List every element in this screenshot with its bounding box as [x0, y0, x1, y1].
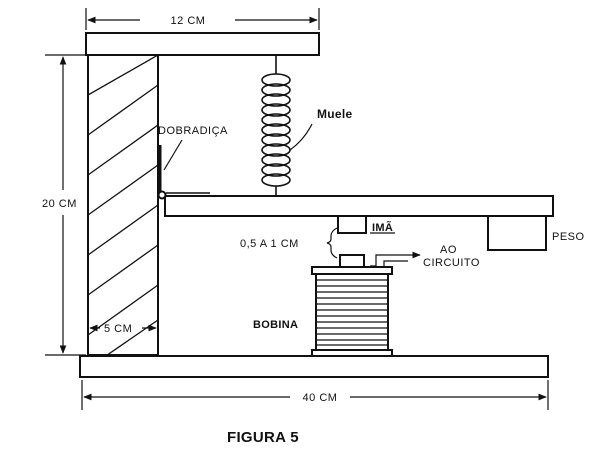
circuit-wire-upper [370, 251, 421, 267]
magnet [337, 215, 367, 234]
weight-block [487, 215, 547, 251]
top-arm [85, 32, 320, 56]
figure-caption: FIGURA 5 [227, 429, 299, 446]
hinge-pin [157, 190, 167, 200]
ima-label: IMÃ [372, 221, 393, 234]
bobina-label: BOBINA [253, 319, 298, 331]
circuito-label: CIRCUITO [423, 257, 480, 269]
base-plate [79, 355, 549, 378]
movable-arm [164, 195, 554, 217]
dim-label-left: 20 CM [42, 198, 77, 210]
gap-label: 0,5 A 1 CM [240, 238, 299, 250]
dim-label-top: 12 CM [171, 15, 206, 27]
peso-label: PESO [552, 231, 585, 243]
post-hatching [88, 55, 158, 355]
circuit-wire-lower [383, 260, 408, 267]
ao-label: AO [440, 244, 457, 256]
spring [261, 55, 291, 196]
muele-leader [289, 123, 313, 151]
dim-label-post: 5 CM [104, 323, 132, 335]
dim-label-bottom: 40 CM [303, 392, 338, 404]
dobradica-leader [163, 139, 183, 171]
dobradica-label: DOBRADIÇA [158, 125, 228, 137]
muele-label: Muele [317, 107, 353, 121]
coil [311, 254, 393, 357]
gap-brace [326, 227, 338, 259]
